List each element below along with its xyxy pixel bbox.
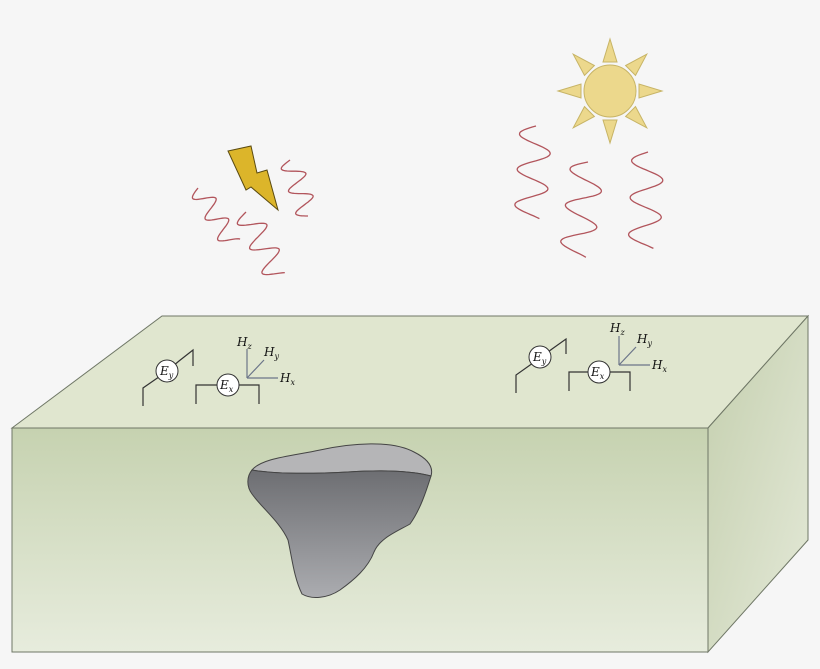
sun-ray <box>571 52 596 77</box>
lightning-bolt-icon <box>227 145 279 212</box>
ex-label: Ex <box>590 365 605 381</box>
ey-electrode <box>528 345 552 369</box>
hy-axis <box>618 346 637 366</box>
ey-label: Ey <box>159 364 174 380</box>
station-right: Ey Ex Hz Hy Hx <box>515 321 667 393</box>
sun-ray <box>624 105 649 130</box>
wave-lightning-bottom <box>236 211 285 276</box>
wave-sun-left <box>514 125 551 220</box>
ey-label: Ey <box>532 350 547 366</box>
sun-icon <box>556 37 664 145</box>
magnetometer-axes <box>618 336 650 366</box>
sun-ray <box>571 105 596 130</box>
wave-lightning-left <box>191 187 241 242</box>
hy-label: Hy <box>263 345 279 361</box>
magnetometer-axes <box>246 349 278 379</box>
block-top-face <box>10 315 810 429</box>
lightning-source <box>191 145 314 276</box>
wave-sun-middle <box>560 161 603 258</box>
ex-label: Ex <box>219 378 234 394</box>
hz-label: Hz <box>236 335 252 351</box>
sun-ray <box>624 52 649 77</box>
station-left: Ey Ex Hz Hy Hx <box>142 335 295 406</box>
hy-label: Hy <box>636 332 652 348</box>
hx-label: Hx <box>651 358 667 374</box>
body-side-surface <box>247 469 432 598</box>
ex-electrode <box>587 360 611 384</box>
hz-label: Hz <box>609 321 625 337</box>
sun-ray <box>638 83 664 99</box>
sun-ray <box>556 83 582 99</box>
wave-lightning-right <box>280 159 314 217</box>
hy-axis <box>246 359 265 379</box>
ey-electrode <box>155 359 179 383</box>
sun-ray <box>602 37 618 63</box>
hx-label: Hx <box>279 371 295 387</box>
subsurface-body <box>247 443 433 598</box>
wave-sun-right <box>627 151 664 249</box>
sun-source <box>514 37 664 258</box>
ex-electrode <box>216 373 240 397</box>
sun-ray <box>602 119 618 145</box>
sun-disc <box>583 64 637 118</box>
